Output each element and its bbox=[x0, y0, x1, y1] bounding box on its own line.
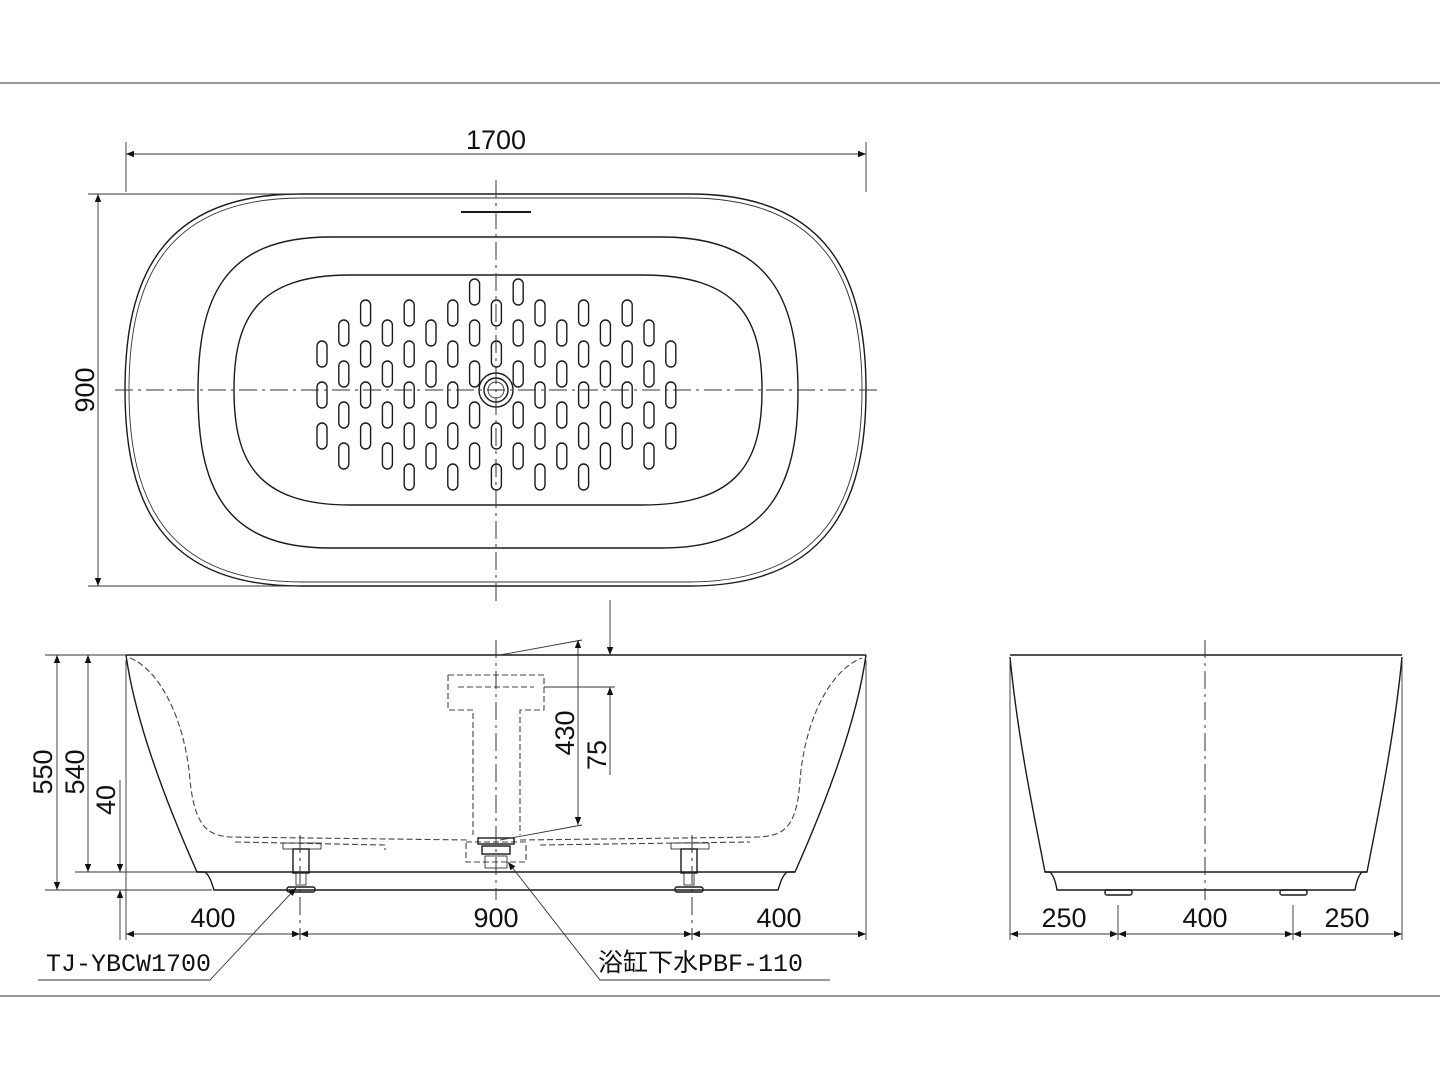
anti-slip-oval bbox=[665, 381, 677, 409]
height-40-label: 40 bbox=[91, 785, 121, 815]
anti-slip-oval bbox=[403, 463, 415, 491]
anti-slip-oval bbox=[621, 299, 633, 327]
anti-slip-oval bbox=[512, 401, 524, 429]
anti-slip-oval bbox=[534, 381, 546, 409]
end-view: 250 400 250 bbox=[1009, 640, 1403, 940]
anti-slip-oval bbox=[534, 463, 546, 491]
anti-slip-oval bbox=[599, 401, 612, 429]
anti-slip-oval bbox=[468, 278, 481, 306]
anti-slip-oval bbox=[403, 381, 415, 409]
end-dim-right: 250 bbox=[1324, 903, 1369, 933]
anti-slip-pattern bbox=[316, 278, 677, 491]
base-dim-left: 400 bbox=[190, 903, 235, 933]
anti-slip-oval bbox=[577, 340, 590, 368]
anti-slip-oval bbox=[316, 422, 328, 450]
anti-slip-oval bbox=[643, 401, 655, 429]
anti-slip-oval bbox=[338, 360, 350, 388]
end-dim-center: 400 bbox=[1182, 903, 1227, 933]
anti-slip-oval bbox=[643, 360, 655, 388]
anti-slip-oval bbox=[665, 340, 677, 368]
anti-slip-oval bbox=[621, 422, 633, 450]
anti-slip-oval bbox=[621, 381, 633, 409]
anti-slip-oval bbox=[534, 299, 546, 327]
anti-slip-oval bbox=[577, 299, 590, 327]
drain-model-label: 浴缸下水PBF-110 bbox=[598, 949, 803, 979]
anti-slip-oval bbox=[468, 401, 481, 429]
anti-slip-oval bbox=[512, 442, 524, 470]
anti-slip-oval bbox=[512, 278, 524, 306]
anti-slip-oval bbox=[381, 401, 394, 429]
anti-slip-oval bbox=[556, 401, 568, 429]
anti-slip-oval bbox=[621, 340, 633, 368]
anti-slip-oval bbox=[403, 299, 415, 327]
anti-slip-oval bbox=[316, 381, 328, 409]
anti-slip-oval bbox=[468, 360, 481, 388]
anti-slip-oval bbox=[359, 299, 372, 327]
anti-slip-oval bbox=[599, 360, 612, 388]
depth-dim-label: 900 bbox=[70, 367, 100, 412]
anti-slip-oval bbox=[643, 442, 655, 470]
anti-slip-oval bbox=[577, 422, 590, 450]
anti-slip-oval bbox=[425, 442, 437, 470]
anti-slip-oval bbox=[490, 299, 503, 327]
anti-slip-oval bbox=[556, 360, 568, 388]
anti-slip-oval bbox=[599, 442, 612, 470]
side-view: 550 540 40 430 75 400 900 400 TJ-YBCW170… bbox=[28, 600, 867, 981]
leg-model-label: TJ-YBCW1700 bbox=[46, 950, 211, 979]
height-540-label: 540 bbox=[60, 749, 90, 794]
drain-430-label: 430 bbox=[550, 710, 580, 755]
height-550-label: 550 bbox=[28, 749, 58, 794]
anti-slip-oval bbox=[403, 340, 415, 368]
anti-slip-oval bbox=[447, 463, 459, 491]
anti-slip-oval bbox=[665, 422, 677, 450]
anti-slip-oval bbox=[556, 319, 568, 347]
anti-slip-oval bbox=[381, 319, 394, 347]
anti-slip-oval bbox=[447, 299, 459, 327]
end-dim-left: 250 bbox=[1041, 903, 1086, 933]
anti-slip-oval bbox=[512, 319, 524, 347]
base-dim-right: 400 bbox=[756, 903, 801, 933]
anti-slip-oval bbox=[468, 319, 481, 347]
base-dim-center: 900 bbox=[473, 903, 518, 933]
anti-slip-oval bbox=[381, 442, 394, 470]
anti-slip-oval bbox=[447, 340, 459, 368]
leg-left bbox=[282, 842, 322, 893]
anti-slip-oval bbox=[425, 401, 437, 429]
anti-slip-oval bbox=[599, 319, 612, 347]
anti-slip-oval bbox=[338, 442, 350, 470]
anti-slip-oval bbox=[556, 442, 568, 470]
leg-right bbox=[670, 842, 710, 893]
anti-slip-oval bbox=[577, 463, 590, 491]
anti-slip-oval bbox=[468, 442, 481, 470]
anti-slip-oval bbox=[359, 340, 372, 368]
anti-slip-oval bbox=[338, 319, 350, 347]
anti-slip-oval bbox=[447, 381, 459, 409]
anti-slip-oval bbox=[403, 422, 415, 450]
anti-slip-oval bbox=[577, 381, 590, 409]
anti-slip-oval bbox=[425, 319, 437, 347]
anti-slip-oval bbox=[534, 422, 546, 450]
anti-slip-oval bbox=[425, 360, 437, 388]
drain-75-label: 75 bbox=[582, 740, 612, 770]
anti-slip-oval bbox=[381, 360, 394, 388]
anti-slip-oval bbox=[359, 422, 372, 450]
anti-slip-oval bbox=[534, 340, 546, 368]
top-view: 1700 900 bbox=[70, 125, 878, 602]
width-dim-label: 1700 bbox=[466, 125, 526, 155]
anti-slip-oval bbox=[643, 319, 655, 347]
anti-slip-oval bbox=[512, 360, 524, 388]
anti-slip-oval bbox=[359, 381, 372, 409]
anti-slip-oval bbox=[316, 340, 328, 368]
anti-slip-oval bbox=[338, 401, 350, 429]
anti-slip-oval bbox=[447, 422, 459, 450]
